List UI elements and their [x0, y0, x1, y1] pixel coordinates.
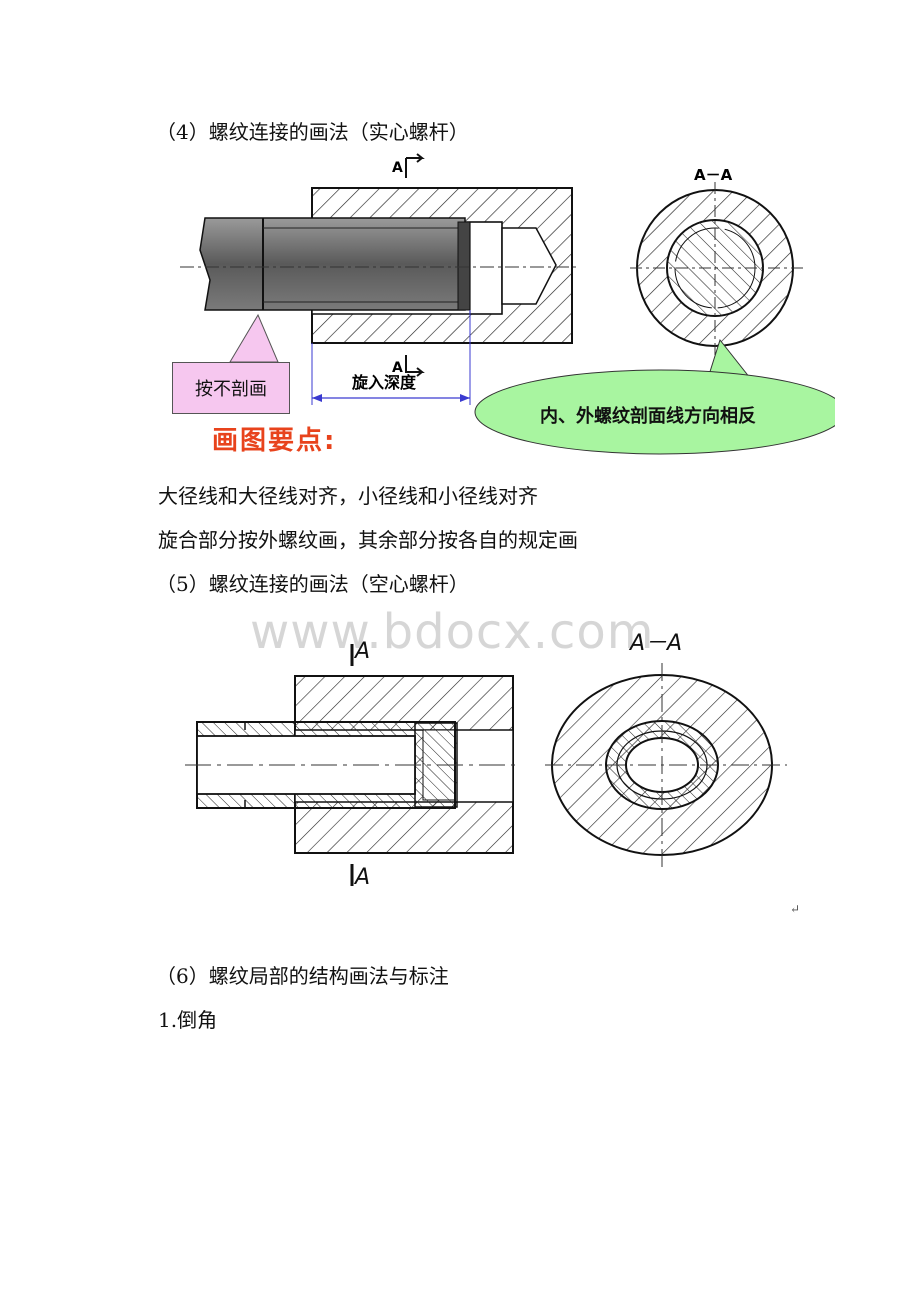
section-mark-bottom: A	[353, 865, 370, 890]
bolt-shaft	[199, 217, 466, 311]
rule-1: 大径线和大径线对齐，小径线和小径线对齐	[158, 484, 538, 508]
heading-local-structure: （6）螺纹局部的结构画法与标注	[156, 964, 449, 988]
watermark: www.bdocx.com	[250, 604, 655, 660]
heading-hollow-bolt: （5）螺纹连接的画法（空心螺杆）	[156, 572, 469, 596]
figure-hollow-bolt: A A A－A	[185, 631, 787, 890]
section-mark-top: A	[353, 639, 370, 664]
heading-chamfer: 1.倒角	[158, 1008, 218, 1032]
paragraph-mark: ↵	[790, 902, 801, 916]
section-title: A－A	[694, 166, 733, 184]
rule-2: 旋合部分按外螺纹画，其余部分按各自的规定画	[158, 528, 578, 552]
callout-hatch-direction: 内、外螺纹剖面线方向相反	[540, 406, 756, 427]
dimension-label: 旋入深度	[351, 373, 417, 392]
callout-no-section: 按不剖画	[172, 362, 290, 414]
bubble-background	[474, 369, 835, 455]
heading-solid-bolt: （4）螺纹连接的画法（实心螺杆）	[156, 120, 469, 144]
section-mark-top: A	[392, 160, 403, 176]
section-title: A－A	[628, 631, 682, 656]
figure-solid-bolt: A A 旋入深度 A－A	[180, 153, 835, 455]
key-points-label: 画图要点:	[212, 426, 337, 456]
section-mark-bottom: A	[392, 360, 403, 376]
